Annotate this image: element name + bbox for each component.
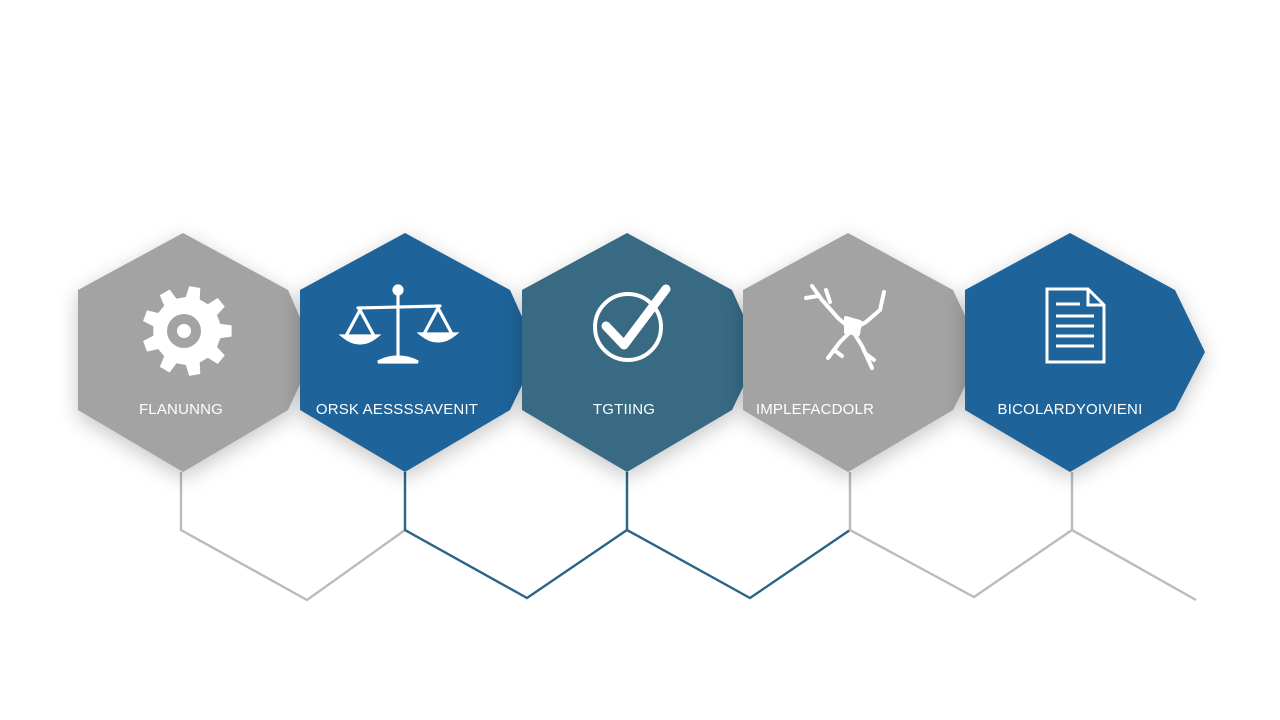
- gear-icon: [143, 286, 232, 376]
- step-hexagon: [965, 233, 1205, 472]
- scales-icon: [338, 284, 460, 364]
- step-label: IMPLEFACDOLR: [756, 401, 874, 418]
- step-label: FLANUNNG: [139, 401, 223, 418]
- tools-icon: [804, 284, 886, 370]
- step-documentation[interactable]: BICOLARDYOIVIENI: [965, 233, 1205, 472]
- step-hexagon: [743, 233, 982, 472]
- connector-line: [1070, 472, 1197, 602]
- connector-lines: [179, 472, 1197, 602]
- checkmark-circle-icon: [593, 284, 671, 362]
- connector-line: [625, 472, 851, 600]
- step-label: TGTIING: [593, 401, 655, 418]
- step-implementation[interactable]: IMPLEFACDOLR: [743, 233, 982, 472]
- connector-line: [403, 472, 628, 600]
- step-hexagon: [522, 233, 760, 472]
- step-hexagon: [300, 233, 538, 472]
- step-planning[interactable]: FLANUNNG: [78, 233, 315, 472]
- step-risk-assessment[interactable]: ORSK AESSSSAVENIT: [300, 233, 538, 472]
- step-testing[interactable]: TGTIING: [522, 233, 760, 472]
- step-label: BICOLARDYOIVIENI: [998, 401, 1143, 418]
- connector-line: [848, 472, 1073, 599]
- step-label: ORSK AESSSSAVENIT: [316, 401, 478, 418]
- connector-line: [179, 472, 406, 602]
- document-icon: [1045, 287, 1106, 364]
